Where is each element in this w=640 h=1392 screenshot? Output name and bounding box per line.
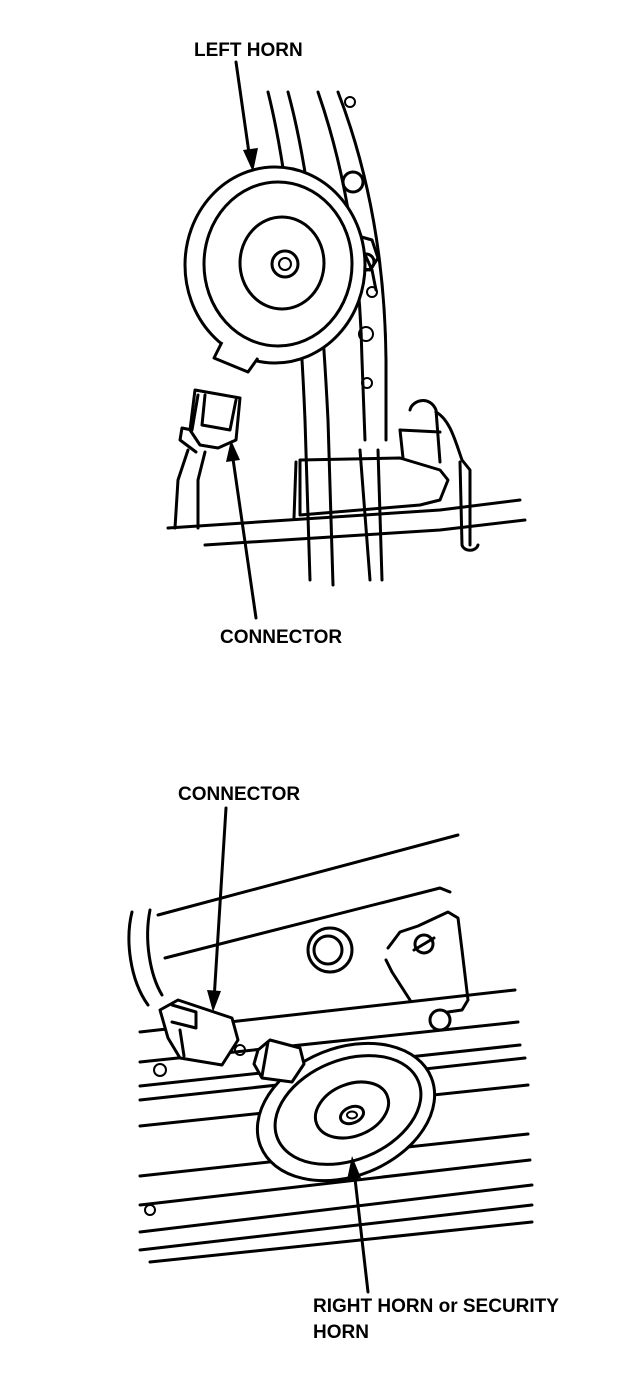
crossmember [166, 399, 527, 552]
connector-top-leader [226, 440, 258, 620]
right-horn-label-line1: RIGHT HORN or SECURITY [313, 1296, 559, 1317]
left-horn-label: LEFT HORN [194, 40, 303, 61]
right-horn-connector [127, 908, 240, 1067]
left-horn-connector [173, 388, 242, 530]
connector-bottom-leader [207, 806, 228, 1012]
connector-bottom-label: CONNECTOR [178, 784, 300, 805]
right-horn-label-line2: HORN [313, 1322, 369, 1343]
right-horn [252, 1038, 437, 1183]
connector-top-label: CONNECTOR [220, 627, 342, 648]
left-horn [183, 165, 367, 374]
left-horn-figure [166, 60, 527, 620]
right-horn-bracket [384, 910, 470, 1032]
upper-frame [156, 833, 460, 974]
right-horn-leader [347, 1156, 370, 1294]
right-horn-figure [127, 806, 534, 1294]
left-horn-leader [234, 60, 258, 172]
